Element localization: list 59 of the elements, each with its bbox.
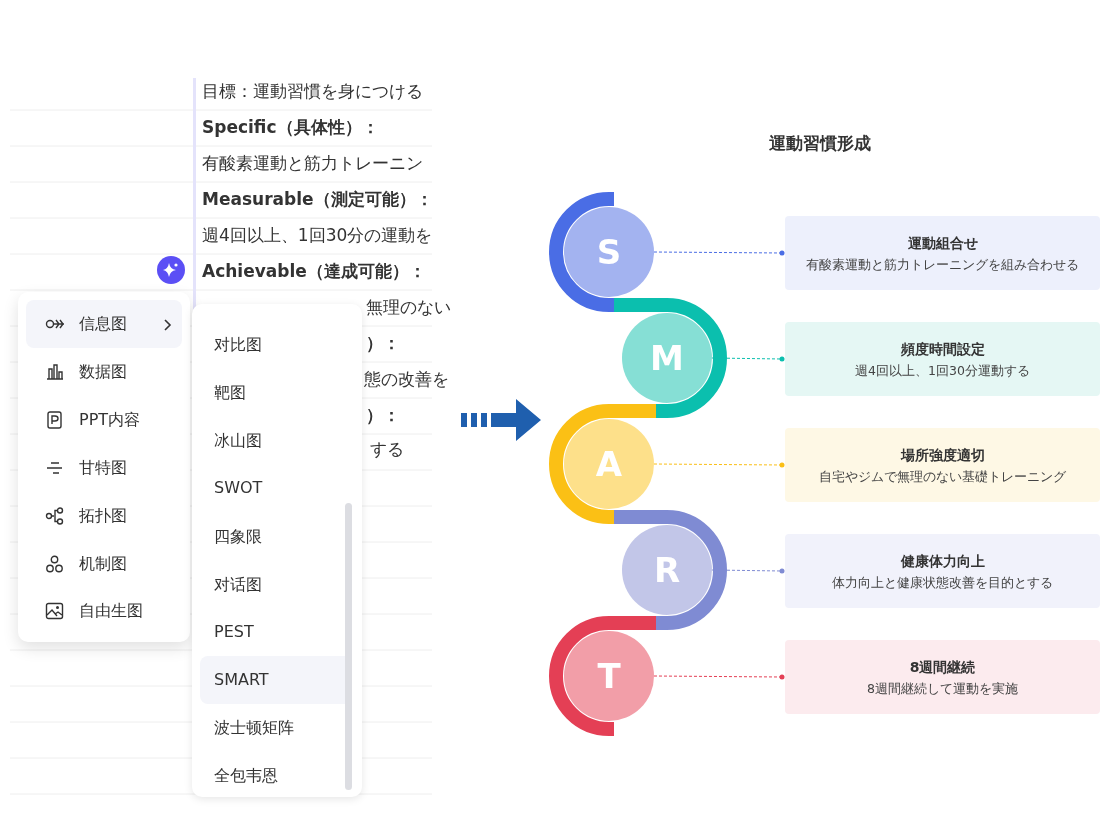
submenu-item: SMART <box>214 669 269 691</box>
card-heading: 8週間継続 <box>909 657 976 677</box>
menu-item: 甘特图 <box>79 457 127 479</box>
menu-item: 数据图 <box>79 361 127 383</box>
card-text: 体力向上と健康状態改善を目的とする <box>832 573 1053 592</box>
doc-heading: Measurable（測定可能）： <box>202 188 433 211</box>
submenu-item: 全包韦恩 <box>214 765 278 787</box>
leader-line <box>653 674 785 680</box>
submenu-item: 靶图 <box>214 382 246 404</box>
letter-circle <box>564 207 654 297</box>
doc-line: する <box>370 438 404 461</box>
letter-circle <box>564 631 654 721</box>
menu-item: 自由生图 <box>79 600 143 622</box>
submenu-item: SWOT <box>214 477 263 499</box>
menu-item: 拓扑图 <box>79 505 127 527</box>
letter-circle <box>622 525 712 615</box>
circle-letter: S <box>596 232 622 272</box>
leader-line <box>653 250 785 256</box>
submenu-item: 对话图 <box>214 574 262 596</box>
doc-heading: Achievable（達成可能）： <box>202 260 426 283</box>
info-card <box>785 640 1100 714</box>
card-text: 週4回以上、1回30分運動する <box>855 361 1030 380</box>
diagram-title: 運動習慣形成 <box>768 132 872 155</box>
submenu-item: 对比图 <box>214 334 262 356</box>
card-heading: 運動組合せ <box>907 233 978 253</box>
info-card <box>785 534 1100 608</box>
menu-item: PPT内容 <box>79 409 141 431</box>
info-card <box>785 216 1100 290</box>
submenu-item: 冰山图 <box>214 430 262 452</box>
submenu-item: PEST <box>214 621 254 643</box>
doc-line: 目標：運動習慣を身につける <box>202 80 423 103</box>
submenu-item: 四象限 <box>214 526 262 548</box>
menu-item: 机制图 <box>79 553 127 575</box>
card-heading: 場所強度適切 <box>900 445 985 465</box>
doc-heading: ）： <box>366 332 400 355</box>
circle-letter: R <box>653 550 681 590</box>
card-heading: 頻度時間設定 <box>900 339 985 359</box>
doc-line: 週4回以上、1回30分の運動を <box>202 224 433 247</box>
submenu-item: 波士顿矩阵 <box>214 717 294 739</box>
doc-line: 無理のない <box>366 296 451 319</box>
doc-line: 態の改善を <box>364 368 449 391</box>
circle-letter: A <box>595 444 623 484</box>
leader-line <box>711 568 785 574</box>
letter-circle <box>564 419 654 509</box>
card-heading: 健康体力向上 <box>900 551 985 571</box>
circle-letter: T <box>597 656 621 696</box>
circle-letter: M <box>650 338 684 378</box>
info-card <box>785 322 1100 396</box>
letter-circle <box>622 313 712 403</box>
menu-item: 信息图 <box>79 313 127 335</box>
card-text: 8週間継続して運動を実施 <box>867 679 1018 698</box>
info-card <box>785 428 1100 502</box>
doc-heading: Specific（具体性）： <box>202 116 379 139</box>
card-text: 自宅やジムで無理のない基礎トレーニング <box>819 467 1066 486</box>
doc-line: 有酸素運動と筋力トレーニン <box>202 152 423 175</box>
card-text: 有酸素運動と筋力トレーニングを組み合わせる <box>806 255 1079 274</box>
doc-heading: ）： <box>366 404 400 427</box>
leader-line <box>711 356 785 362</box>
leader-line <box>653 462 785 468</box>
